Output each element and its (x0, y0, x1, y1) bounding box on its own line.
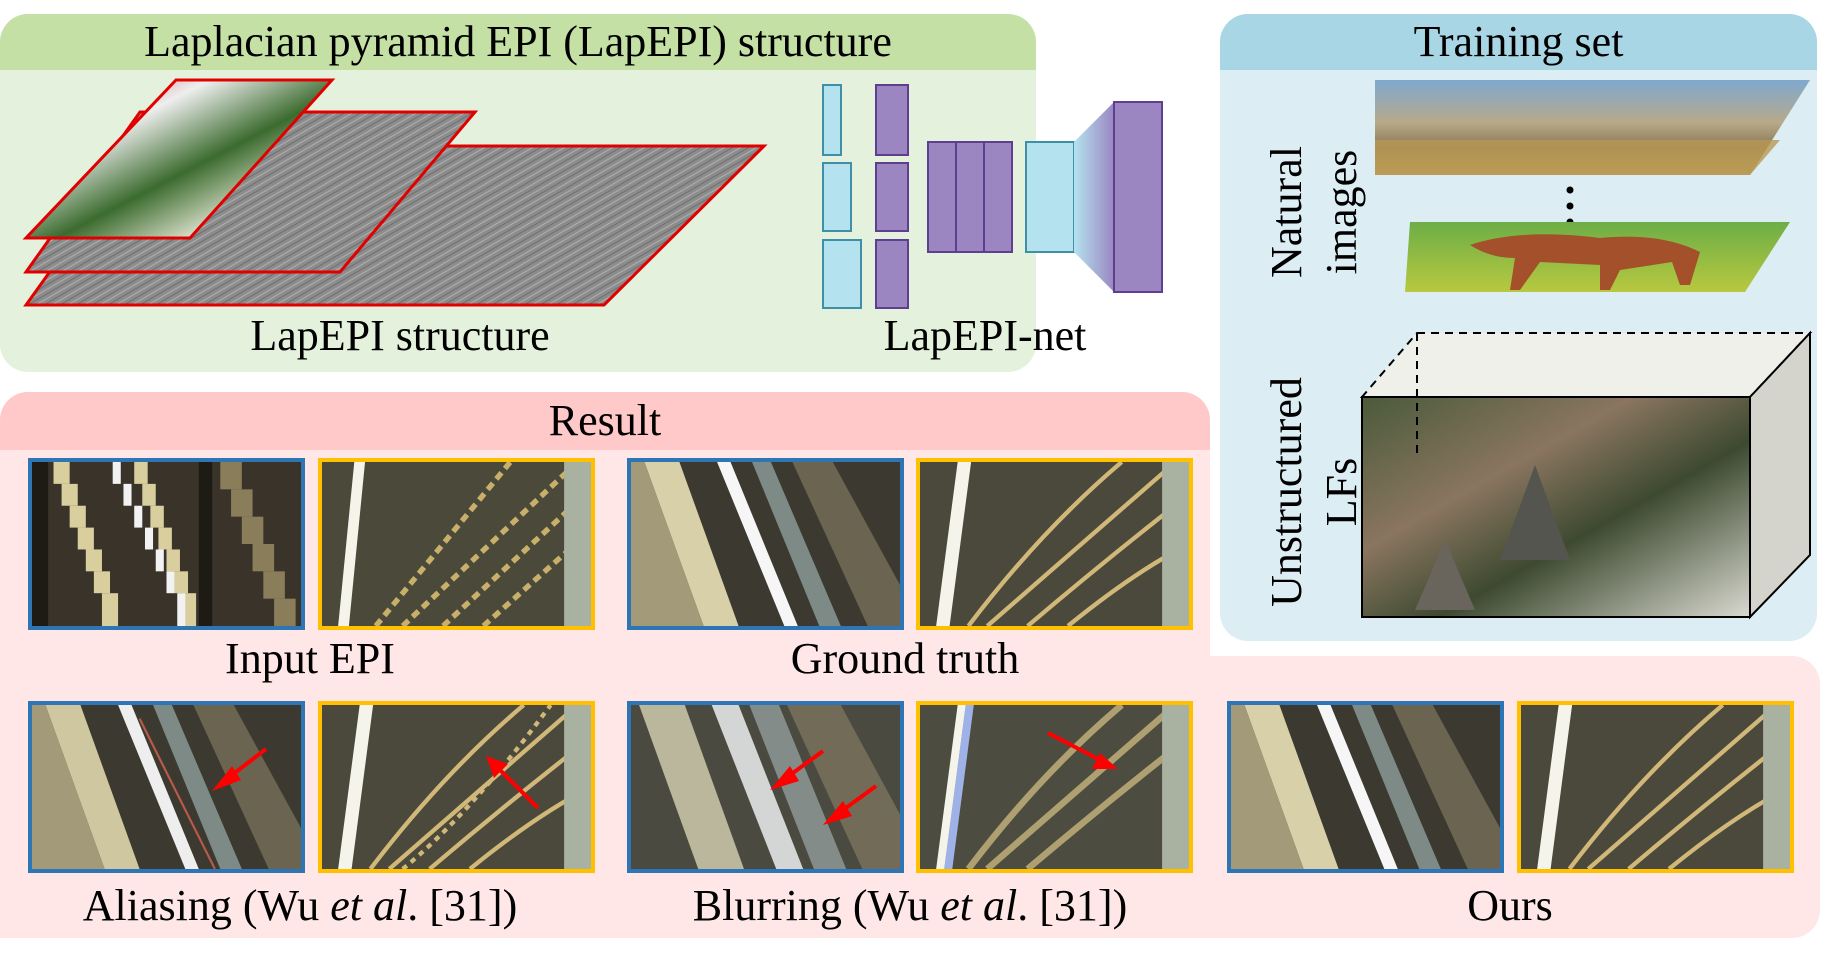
lf-tree-shape-1 (1500, 465, 1570, 560)
net-block-cyan-2 (822, 162, 852, 232)
lf-top-face (1359, 332, 1813, 398)
training-panel-header: Training set (1220, 14, 1817, 70)
arrow-aliasing-gold (486, 756, 540, 810)
aliasing-gold-thumb (318, 701, 595, 873)
blurring-caption-suffix: . [31]) (1017, 881, 1128, 930)
aliasing-caption-suffix: . [31]) (407, 881, 518, 930)
aliasing-caption: Aliasing (Wu et al. [31]) (40, 884, 560, 928)
natural-images (1375, 80, 1810, 292)
aliasing-caption-prefix: Aliasing (Wu (82, 881, 331, 930)
net-block-purple-1 (875, 84, 909, 156)
net-upsample-wedge (1074, 102, 1114, 292)
input-epi-gold-thumb (318, 458, 595, 630)
ground-truth-caption: Ground truth (790, 634, 1020, 683)
blurring-blue-thumb (627, 701, 904, 873)
ellipsis-dot-2 (1566, 202, 1574, 210)
arrow-blurring-blue-2 (823, 784, 878, 825)
training-panel-title: Training set (1413, 17, 1624, 66)
aliasing-caption-italic: et al (330, 881, 408, 930)
arrow-aliasing-blue (212, 747, 268, 791)
lapepi-structure-label: LapEPI structure (250, 311, 550, 360)
input-epi-blue-thumb (28, 458, 305, 630)
ours-gold-thumb (1517, 701, 1794, 873)
result-panel-title: Result (548, 396, 662, 445)
unstructured-lf-volume (1359, 330, 1813, 620)
result-panel-header: Result (0, 392, 1210, 450)
net-block-purple-5 (955, 141, 985, 253)
ours-caption: Ours (1467, 881, 1553, 930)
landscape-water (1375, 140, 1780, 175)
ground-truth-gold-thumb (916, 458, 1193, 630)
lapepi-net-label: LapEPI-net (883, 311, 1087, 360)
lapepi-panel-title: Laplacian pyramid EPI (LapEPI) structure (144, 17, 892, 66)
lf-tree-shape-2 (1415, 540, 1475, 610)
net-block-purple-4 (927, 141, 957, 253)
lapepi-net-diagram (822, 84, 1163, 309)
net-block-purple-6 (983, 141, 1013, 253)
horse-silhouette (1470, 234, 1700, 290)
net-block-purple-2 (875, 162, 909, 232)
lapepi-pyramid (22, 78, 768, 307)
ellipsis-dot-1 (1566, 186, 1574, 194)
ours-blue-thumb (1227, 701, 1504, 873)
net-block-cyan-3 (822, 239, 862, 309)
lf-side-face (1749, 330, 1811, 620)
net-block-purple-out (1113, 101, 1163, 293)
blurring-caption: Blurring (Wu et al. [31]) (650, 884, 1170, 928)
aliasing-blue-thumb (28, 701, 305, 873)
input-epi-caption: Input EPI (225, 634, 395, 683)
pyramid-layer-1 (22, 78, 336, 240)
arrow-blurring-gold (1047, 731, 1118, 769)
net-block-cyan-1 (822, 84, 842, 156)
net-block-cyan-4 (1025, 141, 1075, 253)
lapepi-panel-header: Laplacian pyramid EPI (LapEPI) structure (0, 14, 1036, 70)
net-block-purple-3 (875, 239, 909, 309)
blurring-gold-thumb (916, 701, 1193, 873)
ground-truth-blue-thumb (627, 458, 904, 630)
blurring-caption-italic: et al (940, 881, 1018, 930)
artifact-arrows (212, 731, 1118, 825)
blurring-caption-prefix: Blurring (Wu (692, 881, 941, 930)
arrow-blurring-blue-1 (770, 749, 825, 790)
lf-front-face (1361, 396, 1751, 618)
